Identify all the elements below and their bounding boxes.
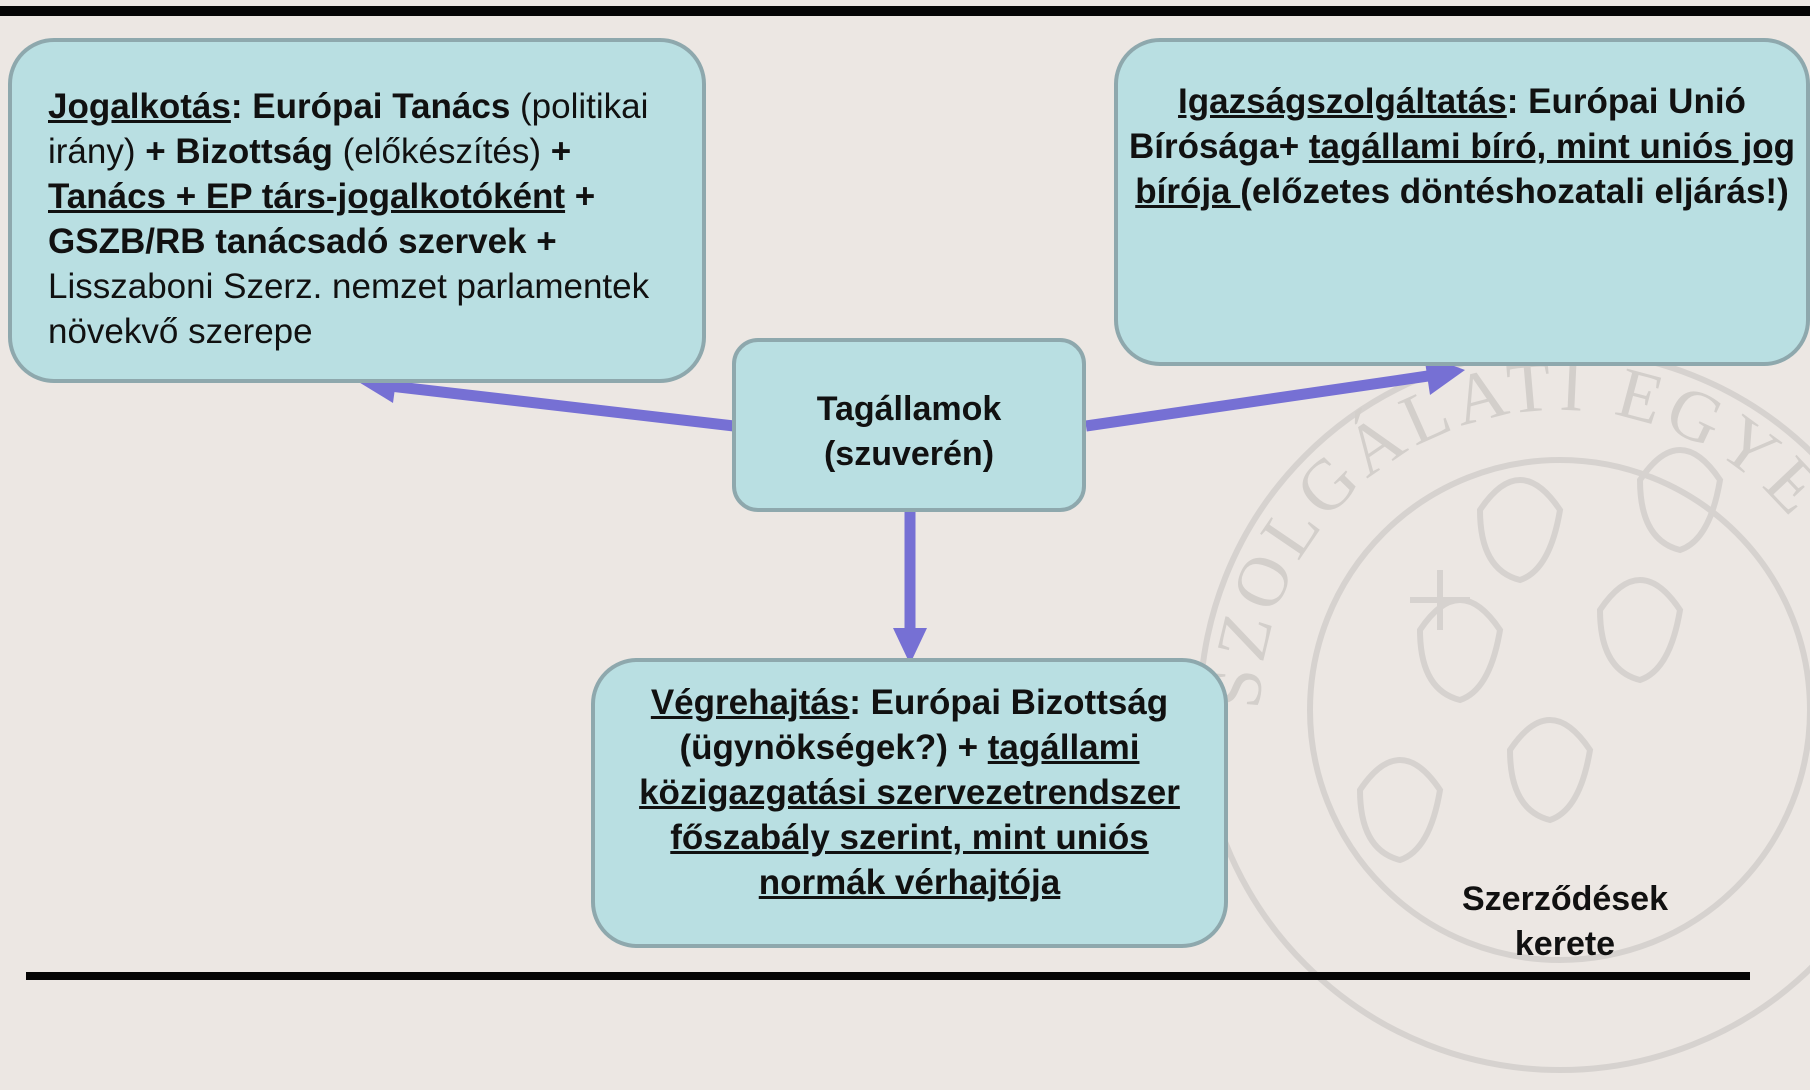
legislation-commission: + Bizottság [135,132,333,171]
justice-box: Igazságszolgáltatás: Európai Unió Bírósá… [1114,38,1810,366]
legislation-political: (politikai irány) [48,87,649,171]
execution-commission: : Európai Bizottság (ügynökségek?) + [679,683,1169,767]
legislation-advisory: + GSZB/RB tanácsadó szervek + [48,177,596,261]
treaties-framework-label: Szerződések kerete [1418,877,1712,967]
legislation-council-ep: Tanács + EP társ-jogalkotóként [48,177,566,216]
member-states-box: Tagállamok (szuverén) [732,338,1086,512]
justice-term: Igazságszolgáltatás [1178,82,1507,121]
university-seal-watermark: SZOLGÁLATI EGYE [1195,345,1810,1073]
legislation-preparation: (előkészítés) [342,132,542,171]
legislation-plus: + [541,132,572,171]
legislation-box: Jogalkotás: Európai Tanács (politikai ir… [8,38,706,383]
execution-box: Végrehajtás: Európai Bizottság (ügynöksé… [591,658,1228,948]
execution-national-admin: tagállami közigazgatási szervezetrendsze… [639,728,1180,902]
justice-court: : Európai Unió Bírósága+ [1128,82,1746,166]
member-states-subtitle: (szuverén) [823,435,995,473]
justice-national-judge: tagállami bíró, mint uniós jog bírója [1135,127,1796,211]
execution-term: Végrehajtás [650,683,850,722]
footer-line2: kerete [1514,925,1616,963]
legislation-european-council: : Európai Tanács [230,87,511,126]
top-rule [0,6,1810,16]
footer-line1: Szerződések [1462,880,1668,918]
legislation-lisbon: Lisszaboni Szerz. nemzet parlamentek növ… [48,267,650,351]
justice-preliminary-ruling: (előzetes döntéshozatali eljárás!) [1240,172,1789,211]
bottom-rule [26,972,1750,980]
arrow-head-down [893,628,927,664]
legislation-term: Jogalkotás [48,87,231,126]
member-states-title: Tagállamok [816,390,1002,428]
